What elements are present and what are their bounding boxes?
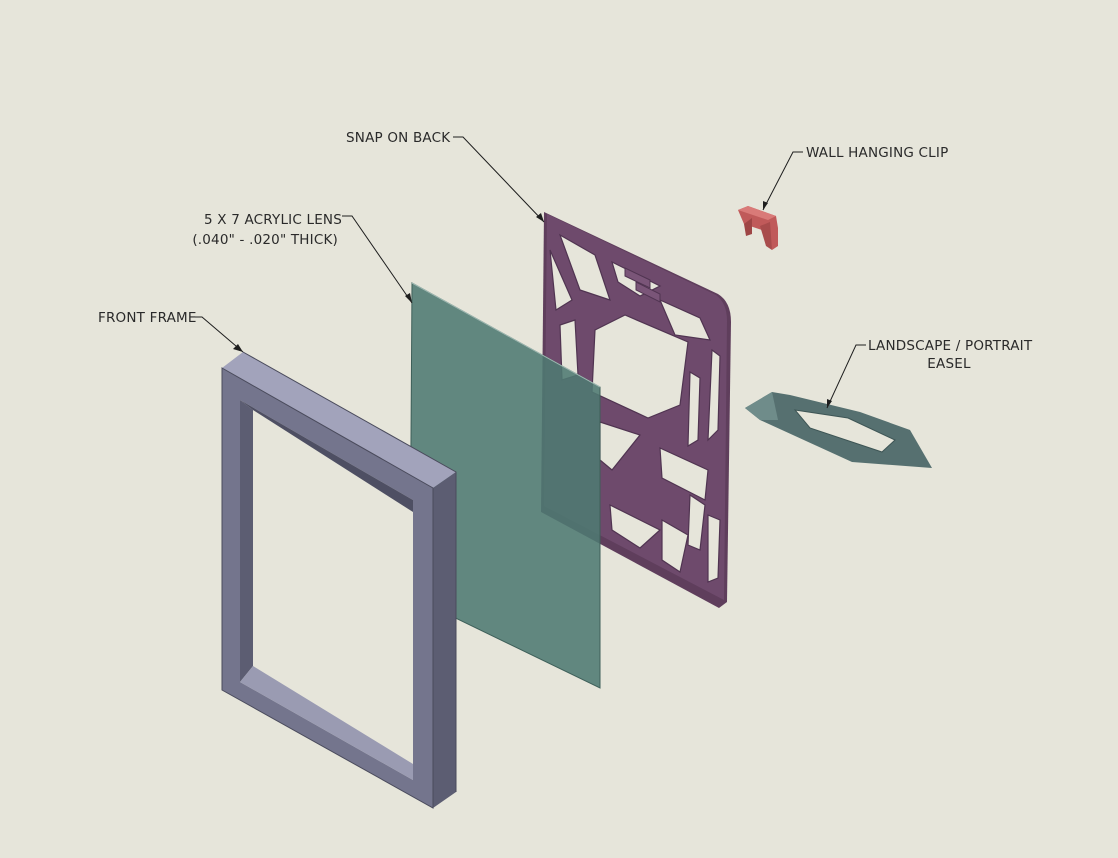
easel-part xyxy=(745,392,932,468)
leader-snap-on-back xyxy=(453,136,545,223)
label-acrylic-lens-line2: (.040" - .020" THICK) xyxy=(192,232,338,248)
leader-front-frame xyxy=(192,316,244,353)
acrylic-lens-part xyxy=(409,282,601,689)
label-front-frame: FRONT FRAME xyxy=(98,310,197,326)
leader-easel xyxy=(826,344,866,409)
label-wall-hanging-clip: WALL HANGING CLIP xyxy=(806,145,948,161)
wall-hanging-clip-part xyxy=(738,206,778,250)
label-snap-on-back: SNAP ON BACK xyxy=(346,130,451,146)
front-frame-part xyxy=(221,351,457,809)
leader-wall-clip xyxy=(762,151,803,211)
label-easel-line2: EASEL xyxy=(927,356,971,372)
leader-acrylic-lens xyxy=(342,215,413,304)
label-easel-line1: LANDSCAPE / PORTRAIT xyxy=(868,338,1033,354)
label-acrylic-lens-line1: 5 X 7 ACRYLIC LENS xyxy=(204,212,342,228)
